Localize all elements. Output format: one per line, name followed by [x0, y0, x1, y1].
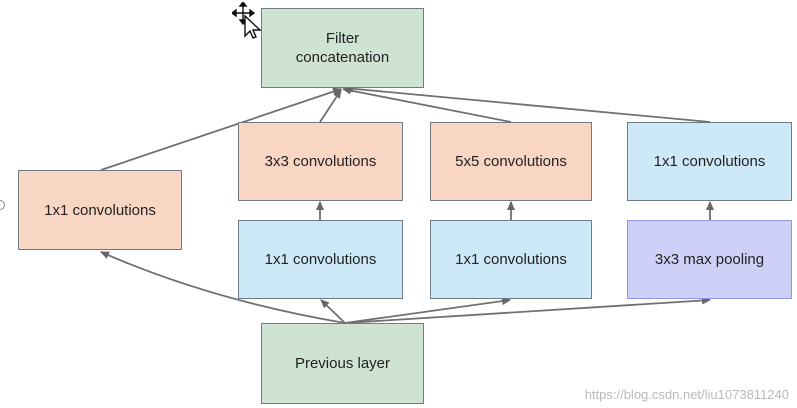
middle-1x1-convolutions-b-label: 1x1 convolutions	[455, 251, 567, 268]
filter-concatenation-label-line1: Filter	[325, 30, 360, 47]
edge-prev-to-mid1x1a	[320, 299, 346, 324]
conv-5x5-node: 5x5 convolutions	[430, 122, 592, 201]
previous-layer-label: Previous layer	[294, 355, 391, 372]
edge-right1x1-to-filter	[344, 84, 711, 123]
conv-3x3-node: 3x3 convolutions	[238, 122, 403, 201]
max-pooling-node: 3x3 max pooling	[627, 220, 792, 299]
edge-3x3-to-filter	[319, 89, 342, 123]
right-1x1-convolutions-node: 1x1 convolutions	[627, 122, 792, 201]
previous-layer-node: Previous layer	[261, 323, 424, 404]
left-1x1-convolutions-label: 1x1 convolutions	[44, 201, 156, 219]
move-cursor-icon	[232, 2, 262, 39]
conv-3x3-label: 3x3 convolutions	[264, 153, 377, 170]
middle-1x1-convolutions-b-node: 1x1 convolutions	[430, 220, 592, 299]
filter-concatenation-label-line2: concatenation	[295, 49, 390, 66]
middle-1x1-convolutions-a-node: 1x1 convolutions	[238, 220, 403, 299]
edge-prev-to-mid1x1b	[344, 297, 511, 324]
right-1x1-convolutions-label: 1x1 convolutions	[653, 153, 766, 170]
filter-concatenation-node: Filter concatenation	[261, 8, 424, 88]
edge-prev-to-pool	[344, 296, 711, 324]
watermark-url: https://blog.csdn.net/liu1073811240	[584, 387, 789, 402]
left-1x1-convolutions-node: 1x1 convolutions	[18, 170, 182, 250]
edge-handle-icon[interactable]	[0, 200, 5, 210]
conv-5x5-label: 5x5 convolutions	[455, 153, 567, 170]
max-pooling-label: 3x3 max pooling	[654, 251, 765, 268]
middle-1x1-convolutions-a-label: 1x1 convolutions	[264, 251, 377, 268]
edge-5x5-to-filter	[342, 86, 512, 123]
